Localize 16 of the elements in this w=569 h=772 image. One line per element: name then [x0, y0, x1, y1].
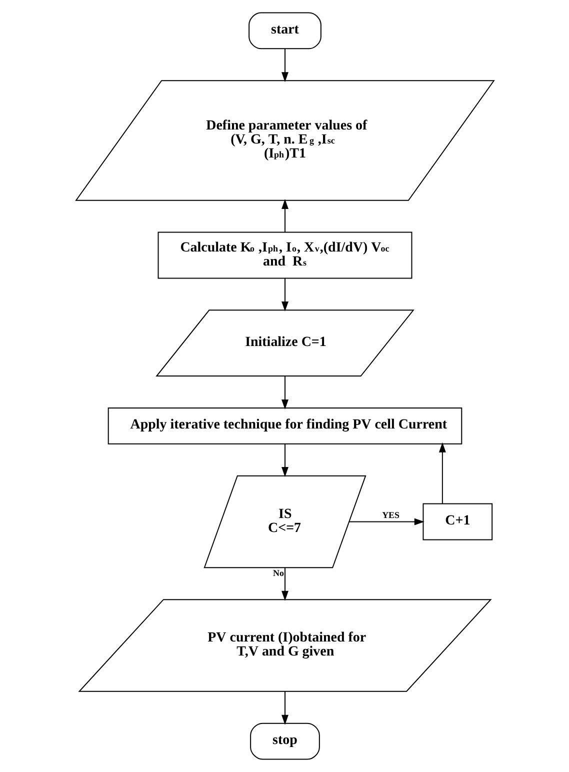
node-box: Calculate Ko ,Iph, Io, Xv,(dI/dV) Voc and Rs — [157, 232, 412, 279]
node-box: stop — [250, 722, 320, 760]
arrow — [281, 199, 288, 233]
arrow — [281, 567, 288, 601]
arrow — [281, 376, 288, 410]
arrow — [348, 518, 424, 526]
arrow — [438, 442, 446, 504]
node-box: Apply iterative technique for finding PV cell Current — [107, 407, 462, 444]
node-box: C+1 — [422, 503, 492, 540]
arrow — [281, 48, 288, 82]
edge-label: YES — [382, 510, 400, 520]
arrow — [281, 443, 288, 478]
node-box: start — [248, 12, 321, 50]
edge-label: No — [272, 568, 284, 578]
arrow — [281, 690, 288, 725]
arrow — [281, 278, 288, 312]
